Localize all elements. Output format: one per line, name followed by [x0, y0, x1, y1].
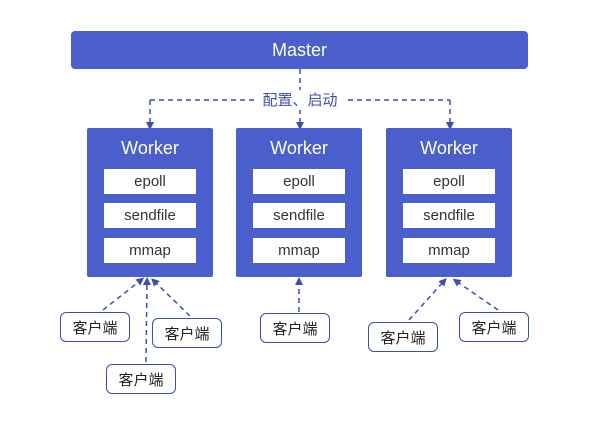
worker-item-mmap: mmap — [104, 238, 196, 263]
worker-title: Worker — [270, 138, 328, 158]
client-6-arrow — [452, 278, 499, 311]
client-box: 客户端 — [260, 313, 330, 343]
worker-item-sendfile: sendfile — [403, 203, 495, 228]
worker-item-epoll: epoll — [253, 169, 345, 194]
worker-item-sendfile: sendfile — [104, 203, 196, 228]
master-box: Master — [71, 31, 528, 69]
client-box: 客户端 — [152, 318, 222, 348]
client-3-arrow — [142, 277, 151, 363]
worker-item-epoll: epoll — [104, 169, 196, 194]
client-box: 客户端 — [368, 322, 438, 352]
worker-title: Worker — [420, 138, 478, 158]
master-label: Master — [271, 39, 327, 60]
client-box: 客户端 — [459, 312, 529, 342]
worker-box-3: Worker epoll sendfile mmap — [386, 128, 512, 277]
client-2-arrow — [151, 278, 191, 317]
worker-title: Worker — [121, 138, 179, 158]
worker-box-1: Worker epoll sendfile mmap — [87, 128, 213, 277]
client-box: 客户端 — [60, 312, 130, 342]
worker-item-mmap: mmap — [253, 238, 345, 263]
worker-item-epoll: epoll — [403, 169, 495, 194]
client-1-arrow — [102, 277, 145, 311]
config-start-label: 配置、启动 — [254, 90, 346, 110]
client-box: 客户端 — [106, 364, 176, 394]
client-5-arrow — [408, 278, 447, 321]
worker-item-sendfile: sendfile — [253, 203, 345, 228]
worker-box-2: Worker epoll sendfile mmap — [236, 128, 362, 277]
worker-item-mmap: mmap — [403, 238, 495, 263]
